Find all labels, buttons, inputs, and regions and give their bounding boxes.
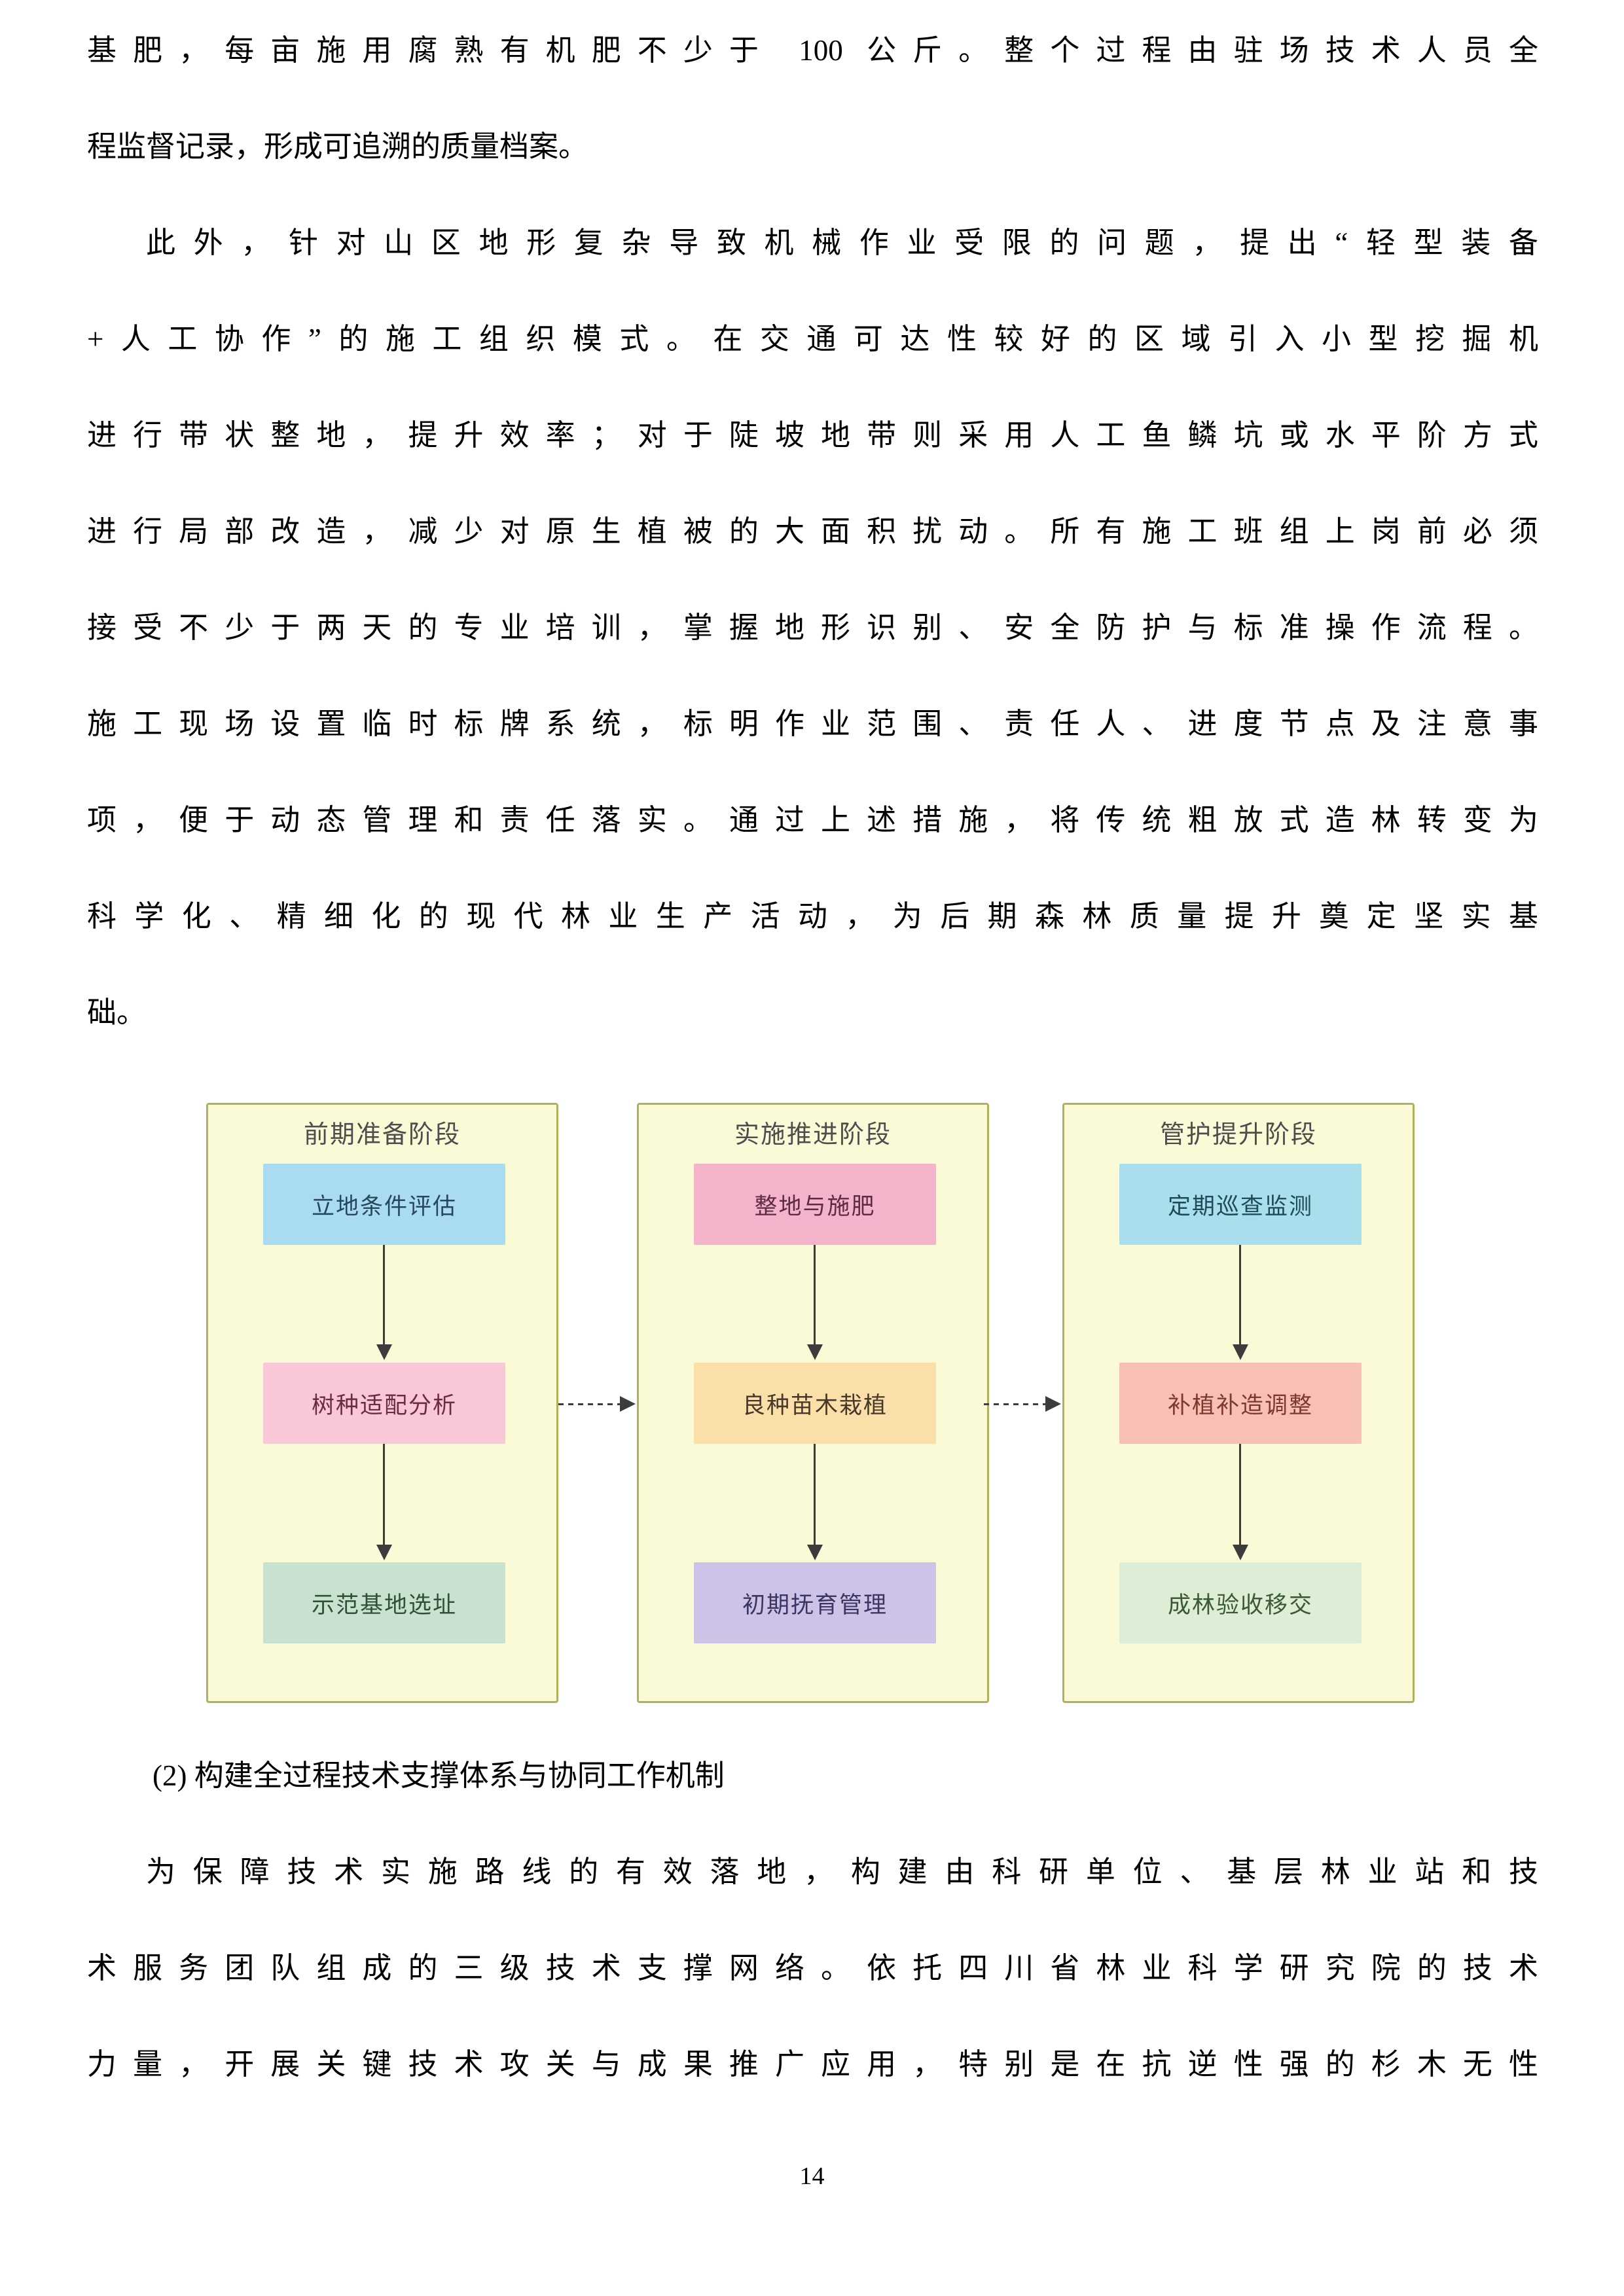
stage3-title: 管护提升阶段 [1159, 1121, 1317, 1149]
flow-box-acceptance-handover: 成林验收移交 [1119, 1562, 1362, 1643]
flow-box-land-prep-fertilize: 整地与施肥 [694, 1164, 936, 1245]
right-arrow-icon [1045, 1396, 1061, 1412]
text-line: 术服务团队组成的三级技术支撑网络。依托四川省林业科学研究院的技术 [87, 1952, 1538, 1984]
text-line: 进行带状整地，提升效率；对于陡坡地带则采用人工鱼鳞坑或水平阶方式 [87, 419, 1538, 452]
down-arrow-line [383, 1444, 385, 1547]
flow-box-species-matching: 树种适配分析 [263, 1363, 505, 1444]
down-arrow-icon [376, 1545, 392, 1560]
down-arrow-line [814, 1245, 816, 1347]
stage1-to-stage2-arrow [558, 1395, 637, 1412]
down-arrow-icon [1233, 1344, 1248, 1360]
text-line: +人工协作”的施工组织模式。在交通可达性较好的区域引入小型挖掘机 [87, 323, 1538, 355]
flow-box-site-evaluation: 立地条件评估 [263, 1164, 505, 1245]
text-line: 力量，开展关键技术攻关与成果推广应用，特别是在抗逆性强的杉木无性 [87, 2048, 1538, 2081]
down-arrow-icon [807, 1545, 823, 1560]
flow-box-patrol-monitoring: 定期巡查监测 [1119, 1164, 1362, 1245]
stage2-to-stage3-arrow [984, 1395, 1062, 1412]
text-line: 施工现场设置临时标牌系统，标明作业范围、责任人、进度节点及注意事 [87, 708, 1538, 740]
body-text-upper: 基肥，每亩施用腐熟有机肥不少于 100 公斤。整个过程由驻场技术人员全 程监督记… [87, 3, 1538, 1061]
flow-panel-stage2: 实施推进阶段 整地与施肥 良种苗木栽植 初期抚育管理 [637, 1103, 989, 1703]
text-line: 项，便于动态管理和责任落实。通过上述措施，将传统粗放式造林转变为 [87, 804, 1538, 836]
flow-box-early-tending: 初期抚育管理 [694, 1562, 936, 1643]
down-arrow-line [814, 1444, 816, 1547]
text-line: 接受不少于两天的专业培训，掌握地形识别、安全防护与标准操作流程。 [87, 611, 1538, 644]
flow-box-seedling-planting: 良种苗木栽植 [694, 1363, 936, 1444]
right-arrow-line [558, 1403, 621, 1405]
text-line: 此外，针对山区地形复杂导致机械作业受限的问题，提出“轻型装备 [146, 226, 1538, 259]
right-arrow-line [984, 1403, 1047, 1405]
right-arrow-icon [620, 1396, 636, 1412]
flow-box-demo-base-siting: 示范基地选址 [263, 1562, 505, 1643]
flow-panel-stage3: 管护提升阶段 定期巡查监测 补植补造调整 成林验收移交 [1062, 1103, 1415, 1703]
stage2-title: 实施推进阶段 [734, 1121, 892, 1149]
body-text-lower: (2) 构建全过程技术支撑体系与协同工作机制 为保障技术实施路线的有效落地，构建… [87, 1728, 1538, 2113]
down-arrow-icon [1233, 1545, 1248, 1560]
page-number: 14 [799, 2162, 825, 2190]
text-line: 科学化、精细化的现代林业生产活动，为后期森林质量提升奠定坚实基 [87, 900, 1538, 933]
flow-box-replanting-adjust: 补植补造调整 [1119, 1363, 1362, 1444]
text-line: 程监督记录，形成可追溯的质量档案。 [87, 130, 588, 163]
stage1-title: 前期准备阶段 [303, 1121, 461, 1149]
text-line: 础。 [87, 996, 147, 1029]
text-line: 进行局部改造，减少对原生植被的大面积扰动。所有施工班组上岗前必须 [87, 515, 1538, 548]
down-arrow-line [383, 1245, 385, 1347]
down-arrow-line [1239, 1245, 1241, 1347]
down-arrow-line [1239, 1444, 1241, 1547]
text-line: 为保障技术实施路线的有效落地，构建由科研单位、基层林业站和技 [146, 1856, 1538, 1888]
section-heading: (2) 构建全过程技术支撑体系与协同工作机制 [153, 1759, 725, 1792]
down-arrow-icon [376, 1344, 392, 1360]
down-arrow-icon [807, 1344, 823, 1360]
text-line: 基肥，每亩施用腐熟有机肥不少于 100 公斤。整个过程由驻场技术人员全 [87, 34, 1538, 67]
flow-panel-stage1: 前期准备阶段 立地条件评估 树种适配分析 示范基地选址 [206, 1103, 558, 1703]
